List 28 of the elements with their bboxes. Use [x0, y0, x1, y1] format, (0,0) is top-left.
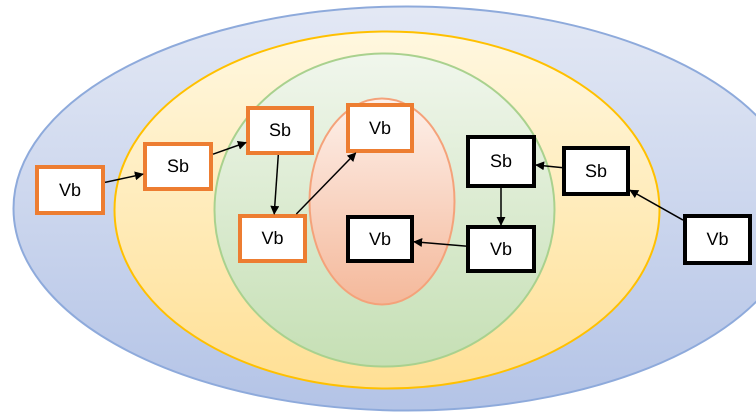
arrow [212, 140, 247, 155]
process-box [238, 214, 307, 263]
process-box [346, 103, 414, 153]
box-label: Sb [584, 160, 608, 182]
box-label: Vb [368, 228, 392, 250]
process-box [466, 135, 536, 188]
box-label: Vb [490, 238, 512, 260]
box-label: Vb [368, 118, 392, 138]
box-label: Vb [261, 228, 284, 249]
box-label: Vb [706, 229, 729, 250]
process-box [562, 146, 630, 196]
arrow [629, 190, 684, 221]
process-box [143, 142, 213, 191]
arrow [104, 171, 144, 184]
arrow [413, 238, 466, 247]
box-label: Sb [490, 151, 512, 172]
box-label: Vb [58, 180, 82, 200]
process-box [683, 214, 752, 265]
box-label: Sb [166, 156, 190, 177]
process-box [466, 225, 536, 273]
arrow [535, 161, 562, 170]
arrow [496, 188, 506, 226]
box-label: Sb [268, 120, 292, 141]
process-box [346, 215, 414, 263]
arrow [270, 154, 280, 215]
process-box [246, 106, 314, 155]
arrow [296, 152, 356, 215]
process-box [35, 165, 105, 215]
